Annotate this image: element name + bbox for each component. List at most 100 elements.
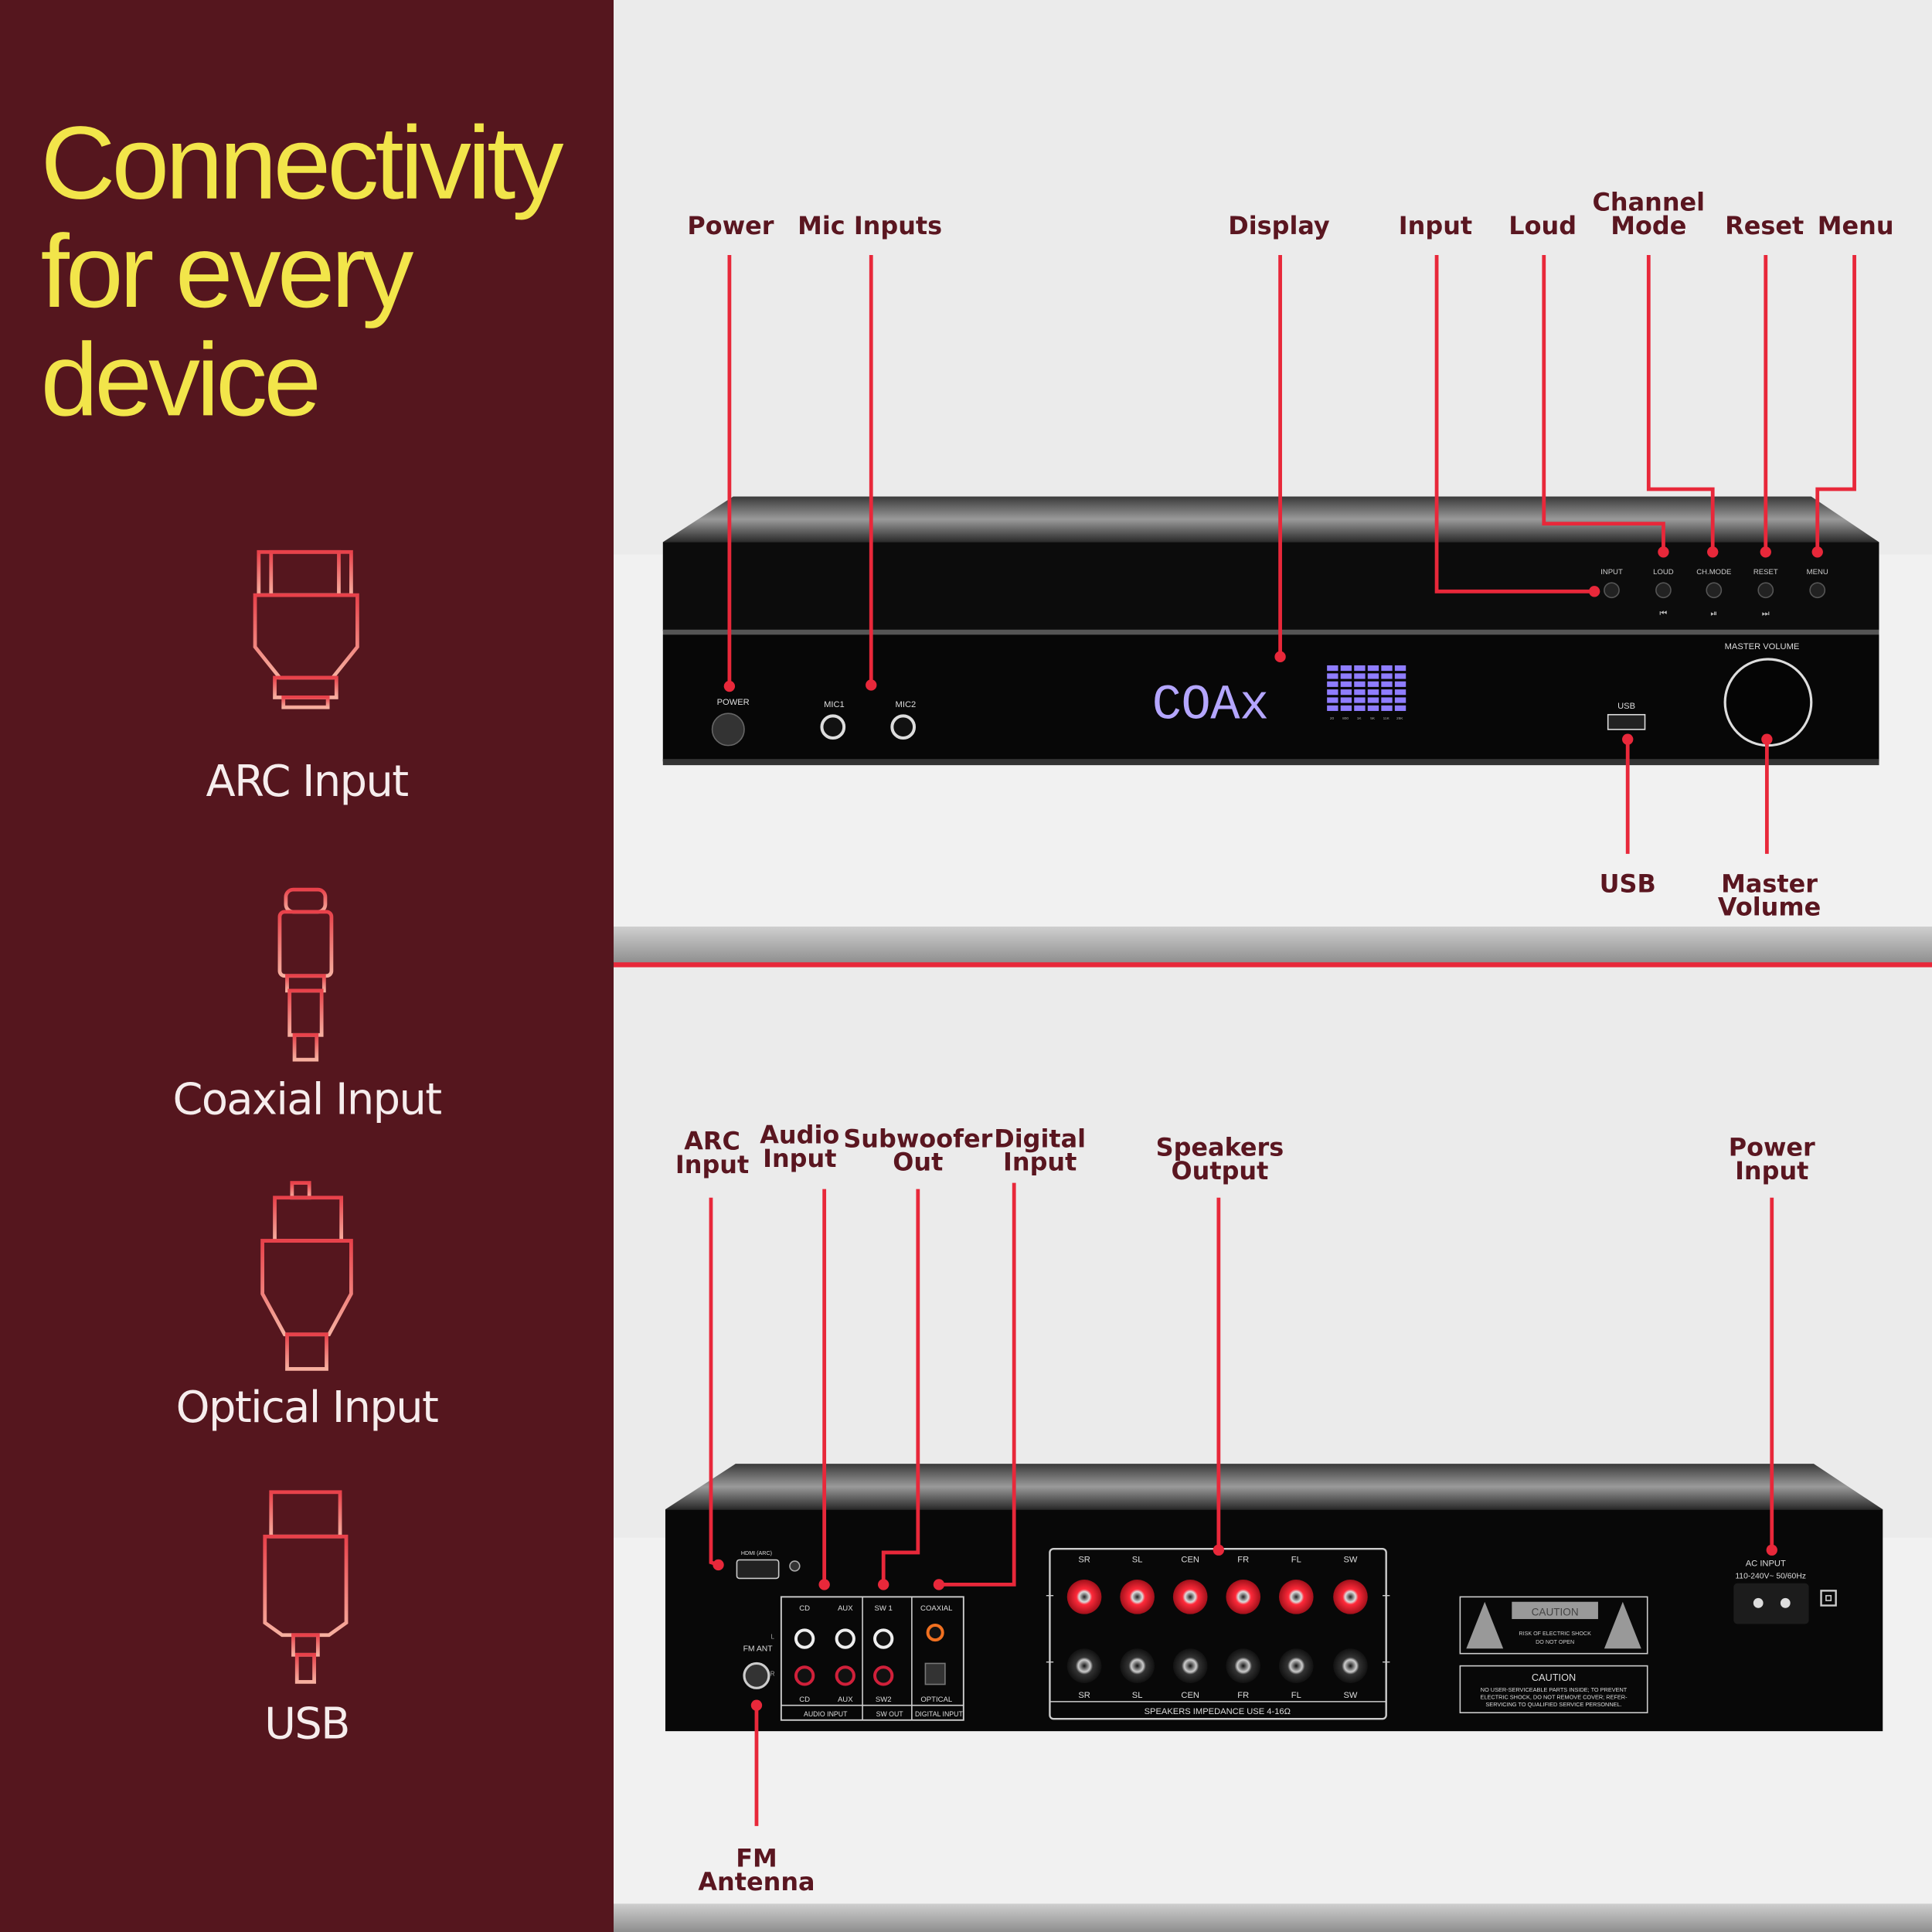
warning-icon xyxy=(1604,1601,1641,1649)
mic1-jack[interactable] xyxy=(820,714,846,740)
power-label: POWER xyxy=(717,698,750,707)
svg-text:−: − xyxy=(1382,1655,1390,1671)
callout-reset: Reset xyxy=(1725,210,1804,240)
eq-bar xyxy=(1354,681,1366,687)
jack-label: CD xyxy=(799,1604,810,1613)
eq-bar xyxy=(1354,689,1366,696)
eq-bar xyxy=(1367,705,1379,711)
right-channel-label: R xyxy=(770,1670,775,1677)
button-label: LOUD xyxy=(1653,568,1674,577)
speaker-terminal-negative[interactable] xyxy=(1278,1648,1314,1683)
speaker-terminal-negative[interactable] xyxy=(1120,1648,1155,1683)
page-title: Connectivity for every device xyxy=(41,108,607,434)
speaker-label: FR xyxy=(1237,1691,1249,1700)
label-line: Output xyxy=(1171,1155,1269,1185)
speaker-terminal-negative[interactable] xyxy=(1066,1648,1102,1683)
callout-line-channel-mode xyxy=(1646,255,1715,553)
callout-dot-power xyxy=(723,680,736,692)
section-label: SW OUT xyxy=(876,1710,904,1718)
speaker-terminal-negative[interactable] xyxy=(1333,1648,1368,1683)
callout-dot-reset xyxy=(1760,546,1771,558)
eq-label: 11K xyxy=(1383,716,1390,721)
callout-dot-subwoofer xyxy=(878,1579,889,1590)
eq-bar xyxy=(1354,705,1366,711)
display-readout: COAx xyxy=(1152,679,1269,734)
rca-jack-white[interactable] xyxy=(835,1628,855,1649)
rca-jack-red[interactable] xyxy=(835,1665,855,1686)
fm-antenna-jack[interactable] xyxy=(743,1662,770,1689)
master-volume-knob[interactable] xyxy=(1723,658,1813,747)
front-button-loud[interactable] xyxy=(1655,582,1672,599)
eq-bar xyxy=(1381,689,1393,696)
speaker-terminal-positive[interactable] xyxy=(1278,1580,1314,1614)
front-button-reset[interactable] xyxy=(1757,582,1774,599)
rca-jack-red[interactable] xyxy=(873,1665,894,1686)
eq-bar xyxy=(1394,705,1406,711)
title-line: for every xyxy=(40,213,414,329)
front-button-input[interactable] xyxy=(1604,582,1620,599)
power-button[interactable] xyxy=(711,713,745,747)
eq-bar xyxy=(1340,673,1352,679)
speaker-terminal-positive[interactable] xyxy=(1333,1580,1368,1614)
eq-bar xyxy=(1394,697,1406,703)
speaker-terminal-negative[interactable] xyxy=(1226,1648,1261,1683)
speaker-terminal-positive[interactable] xyxy=(1172,1580,1208,1614)
jack-label: CD xyxy=(799,1696,810,1704)
speaker-terminal-negative[interactable] xyxy=(1172,1648,1208,1683)
section-label: AUDIO INPUT xyxy=(804,1710,848,1718)
front-button-menu[interactable] xyxy=(1809,582,1826,599)
mic2-jack[interactable] xyxy=(890,714,917,740)
ac-power-socket[interactable] xyxy=(1733,1583,1809,1624)
eq-bar xyxy=(1381,705,1393,711)
coaxial-jack[interactable] xyxy=(926,1624,944,1642)
callout-dot-channel-mode xyxy=(1707,546,1719,558)
eq-bar xyxy=(1327,673,1338,679)
callout-dot-arc xyxy=(713,1559,724,1571)
rca-jack-white[interactable] xyxy=(794,1628,815,1649)
callout-line-loud xyxy=(1542,255,1665,553)
mic1-label: MIC1 xyxy=(824,700,845,709)
caution-text: SERVICING TO QUALIFIED SERVICE PERSONNEL… xyxy=(1485,1701,1621,1708)
usb-plug-icon xyxy=(263,1490,349,1684)
usb-port[interactable] xyxy=(1607,713,1646,730)
svg-text:+: + xyxy=(1382,1588,1390,1604)
rca-jack-red[interactable] xyxy=(794,1665,815,1686)
caution-text: NO USER-SERVICEABLE PARTS INSIDE; TO PRE… xyxy=(1481,1686,1628,1693)
speaker-label: FR xyxy=(1237,1556,1249,1565)
callout-dot-speakers xyxy=(1213,1544,1225,1556)
optical-port[interactable] xyxy=(924,1662,946,1685)
eq-bar xyxy=(1354,697,1366,703)
caution-text: DO NOT OPEN xyxy=(1536,1639,1574,1645)
eq-bar xyxy=(1394,689,1406,696)
eq-bar xyxy=(1327,681,1338,687)
transport-icon: ⏭ xyxy=(1762,609,1770,618)
callout-dot-digital xyxy=(933,1579,945,1590)
front-button-ch-mode[interactable] xyxy=(1706,582,1723,599)
caution-text: RISK OF ELECTRIC SHOCK xyxy=(1519,1631,1591,1637)
speaker-terminal-positive[interactable] xyxy=(1066,1580,1102,1614)
eq-label: 25K xyxy=(1396,716,1403,721)
eq-bar xyxy=(1381,665,1393,672)
eq-bar xyxy=(1381,697,1393,703)
label-line: Input xyxy=(675,1149,750,1179)
ac-rating-label: 110-240V~ 50/60Hz xyxy=(1735,1572,1806,1580)
speaker-label: FL xyxy=(1291,1691,1301,1700)
rca-jack-white[interactable] xyxy=(873,1628,894,1649)
caution-title: CAUTION xyxy=(1532,1606,1579,1617)
eq-label: 20 xyxy=(1330,716,1335,721)
label-line: Power xyxy=(1728,1132,1815,1162)
hdmi-plug-icon xyxy=(253,549,359,740)
callout-loud: Loud xyxy=(1509,210,1577,240)
speaker-terminal-positive[interactable] xyxy=(1120,1580,1155,1614)
speaker-label: SR xyxy=(1078,1691,1090,1700)
speaker-terminal-positive[interactable] xyxy=(1226,1580,1261,1614)
hdmi-arc-port[interactable] xyxy=(736,1559,780,1580)
speaker-label: CEN xyxy=(1181,1556,1199,1565)
